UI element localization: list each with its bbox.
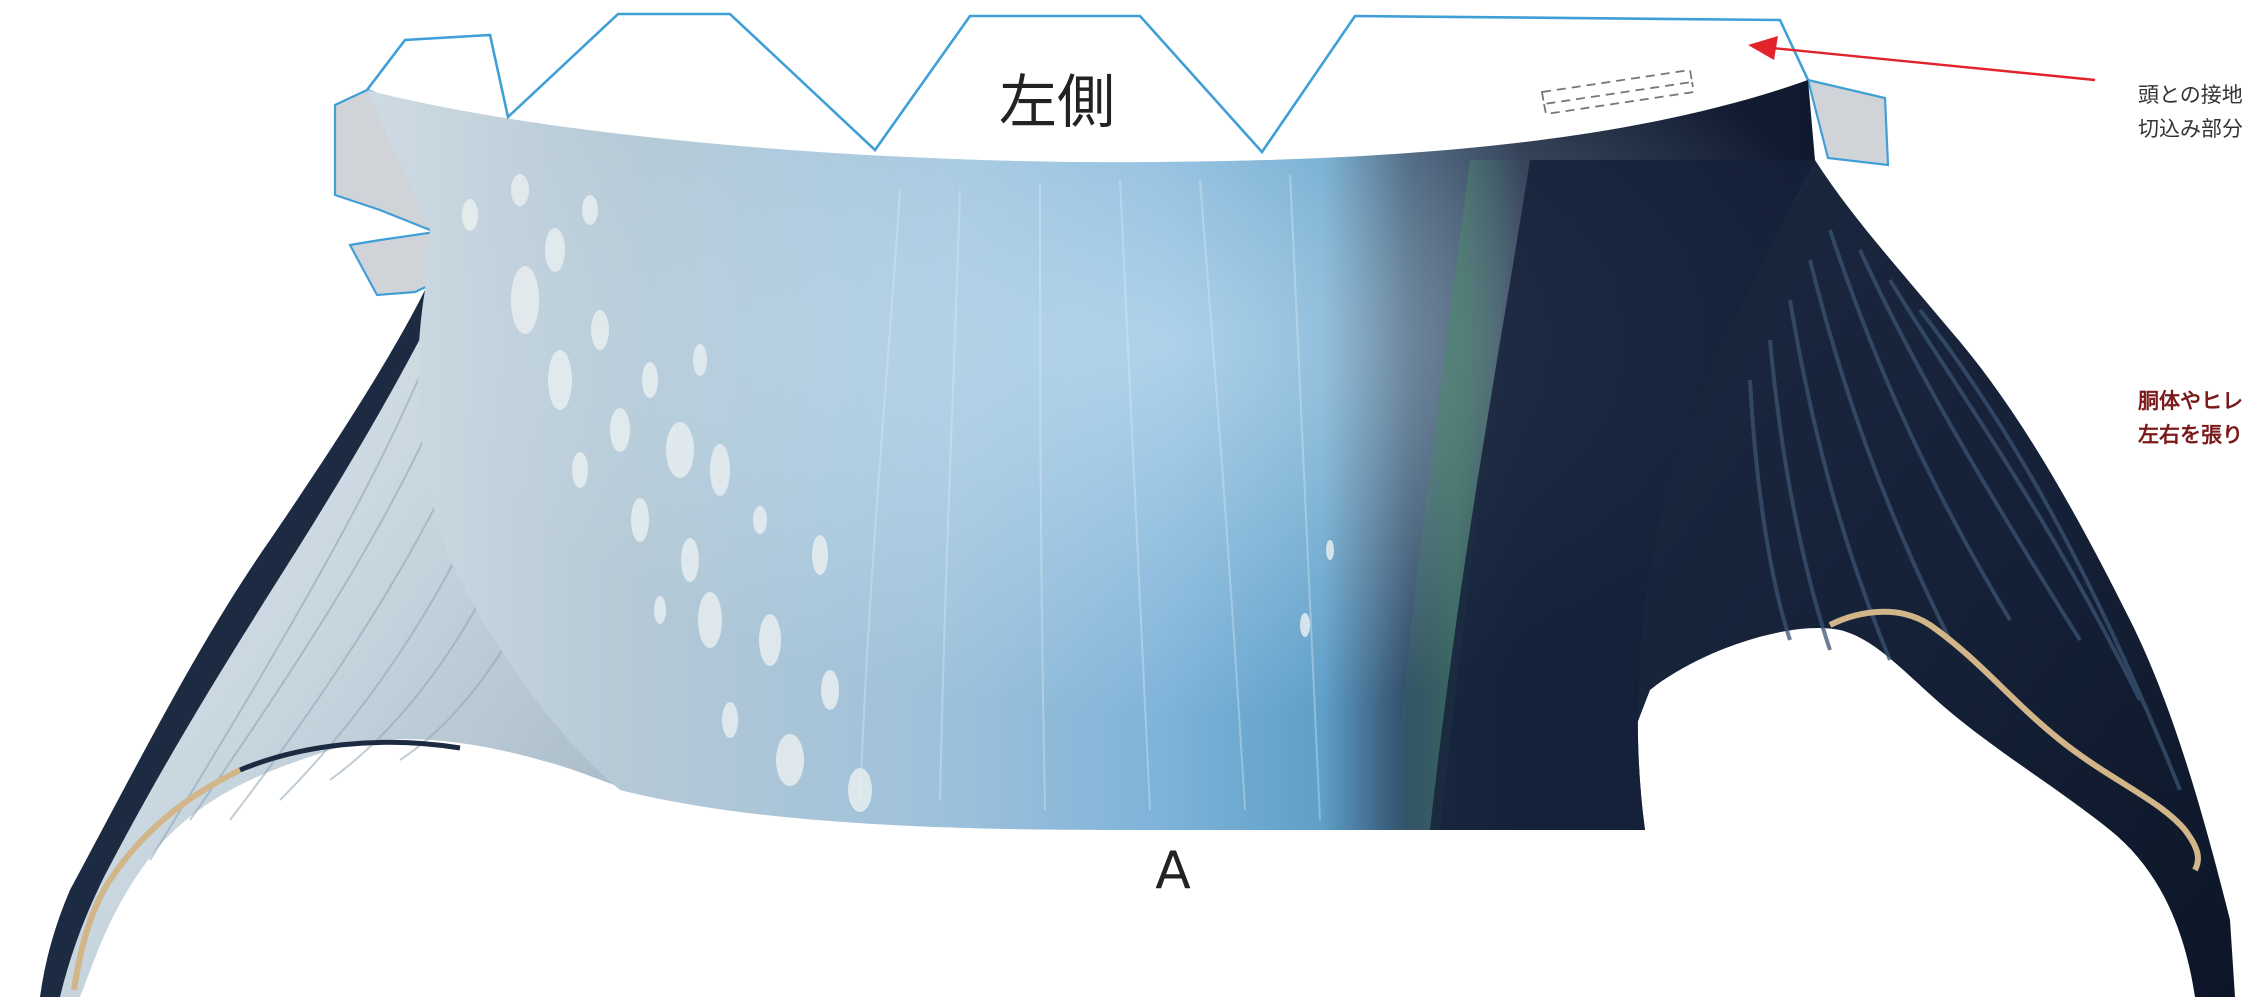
assembly-note-line1: 胴体やヒレ	[2138, 389, 2243, 413]
cut-slot	[1540, 68, 1696, 116]
assembly-note: 胴体やヒレ 左右を張り	[2138, 384, 2243, 452]
right-fin-lobe	[1590, 140, 2235, 997]
assembly-note-line2: 左右を張り	[2138, 423, 2243, 447]
connection-note-line2: 切込み部分	[2138, 117, 2243, 141]
tail-body-band	[367, 80, 1815, 830]
glue-tab-left-lower	[348, 230, 437, 297]
part-letter: A	[1155, 841, 1191, 901]
connection-note: 頭との接地 切込み部分	[2138, 78, 2243, 146]
red-pointer-arrow	[1748, 36, 2096, 82]
side-label: 左側	[999, 68, 1115, 136]
cut-outline	[365, 12, 1810, 155]
glue-tab-right	[1806, 78, 1890, 167]
body-spots	[462, 174, 1334, 812]
connection-note-line1: 頭との接地	[2138, 83, 2243, 107]
